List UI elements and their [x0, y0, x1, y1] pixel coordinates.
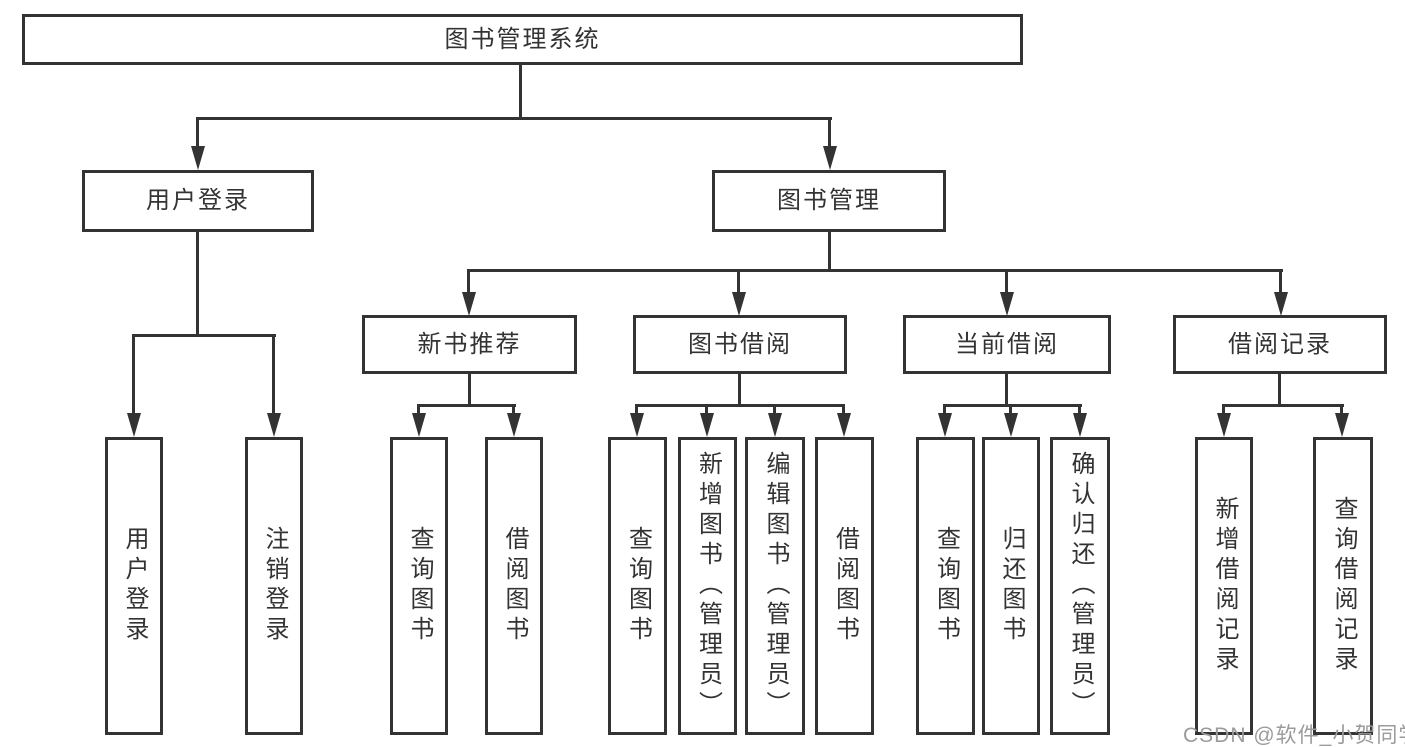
arrow-down-icon: [267, 413, 281, 437]
connector-line: [512, 407, 515, 415]
leaf-query-books-3: 查询图书: [916, 437, 975, 735]
arrow-down-icon: [823, 146, 837, 170]
node-current-borrowing: 当前借阅: [903, 315, 1111, 374]
connector-line: [132, 334, 276, 337]
connector-line: [635, 407, 638, 415]
connector-line: [1222, 407, 1225, 415]
leaf-label: 查询图书: [932, 526, 960, 646]
node-label: 借阅记录: [1228, 330, 1332, 358]
leaf-label: 注销登录: [261, 526, 288, 646]
connector-line: [737, 272, 740, 294]
arrow-down-icon: [127, 413, 141, 437]
connector-line: [1340, 407, 1343, 415]
leaf-label: 确认归还（管理员）: [1067, 451, 1094, 721]
leaf-label: 新增图书（管理员）: [694, 451, 722, 721]
leaf-edit-books-admin: 编辑图书（管理员）: [745, 437, 805, 735]
connector-line: [1078, 407, 1081, 415]
arrow-down-icon: [507, 413, 521, 437]
connector-line: [196, 120, 199, 148]
leaf-add-books-admin: 新增图书（管理员）: [678, 437, 737, 735]
arrow-down-icon: [768, 413, 782, 437]
connector-line: [1279, 272, 1282, 294]
connector-line: [1222, 404, 1344, 407]
node-system-root: 图书管理系统: [22, 14, 1023, 65]
leaf-logout-login: 注销登录: [245, 437, 303, 735]
arrow-down-icon: [1004, 413, 1018, 437]
leaf-label: 归还图书: [998, 526, 1025, 646]
arrow-down-icon: [630, 413, 644, 437]
arrow-down-icon: [837, 413, 851, 437]
node-borrow-records: 借阅记录: [1173, 315, 1387, 374]
node-new-book-recommend: 新书推荐: [362, 315, 577, 374]
node-label: 图书管理: [777, 187, 881, 214]
connector-line: [773, 407, 776, 415]
leaf-label: 新增借阅记录: [1211, 496, 1238, 676]
node-user-login: 用户登录: [82, 170, 314, 232]
leaf-query-books-2: 查询图书: [608, 437, 667, 735]
connector-line: [467, 272, 470, 294]
leaf-borrow-books-2: 借阅图书: [815, 437, 874, 735]
leaf-label: 借阅图书: [501, 526, 528, 646]
arrow-down-icon: [191, 146, 205, 170]
arrow-down-icon: [1217, 413, 1231, 437]
connector-line: [943, 407, 946, 415]
connector-line: [519, 64, 522, 118]
leaf-user-login: 用户登录: [105, 437, 163, 735]
arrow-down-icon: [700, 413, 714, 437]
node-label: 用户登录: [146, 187, 250, 214]
connector-line: [1005, 272, 1008, 294]
arrow-down-icon: [1073, 413, 1087, 437]
node-label: 图书管理系统: [444, 25, 601, 53]
connector-line: [842, 407, 845, 415]
arrow-down-icon: [412, 413, 426, 437]
leaf-label: 查询借阅记录: [1330, 496, 1357, 676]
leaf-label: 查询图书: [406, 526, 433, 646]
arrow-down-icon: [1274, 292, 1288, 316]
connector-line: [467, 269, 1283, 272]
leaf-label: 借阅图书: [831, 526, 859, 646]
leaf-query-books: 查询图书: [390, 437, 448, 735]
leaf-return-books: 归还图书: [982, 437, 1040, 735]
leaf-confirm-return-admin: 确认归还（管理员）: [1050, 437, 1110, 735]
connector-line: [132, 337, 135, 415]
arrow-down-icon: [462, 292, 476, 316]
arrow-down-icon: [732, 292, 746, 316]
connector-line: [705, 407, 708, 415]
connector-line: [417, 404, 516, 407]
node-label: 图书借阅: [688, 330, 792, 358]
leaf-borrow-books: 借阅图书: [485, 437, 543, 735]
connector-line: [272, 337, 275, 415]
connector-line: [1005, 374, 1008, 404]
connector-line: [943, 404, 1082, 407]
arrow-down-icon: [1000, 292, 1014, 316]
connector-line: [738, 374, 741, 404]
arrow-down-icon: [938, 413, 952, 437]
connector-line: [635, 404, 845, 407]
connector-line: [196, 117, 832, 120]
connector-line: [828, 120, 831, 148]
arrow-down-icon: [1335, 413, 1349, 437]
connector-line: [417, 407, 420, 415]
connector-line: [468, 374, 471, 404]
leaf-query-borrow-record: 查询借阅记录: [1313, 437, 1373, 735]
leaf-label: 编辑图书（管理员）: [762, 451, 789, 721]
leaf-label: 用户登录: [121, 526, 148, 646]
node-book-management: 图书管理: [712, 170, 946, 232]
node-book-borrowing: 图书借阅: [633, 315, 847, 374]
connector-line: [828, 232, 831, 269]
connector-line: [1009, 407, 1012, 415]
node-label: 当前借阅: [955, 330, 1059, 358]
leaf-label: 查询图书: [624, 526, 652, 646]
leaf-add-borrow-record: 新增借阅记录: [1195, 437, 1253, 735]
connector-line: [1278, 374, 1281, 404]
watermark: CSDN @软件_小贺同学: [1183, 724, 1405, 747]
node-label: 新书推荐: [417, 330, 522, 358]
connector-line: [196, 232, 199, 334]
